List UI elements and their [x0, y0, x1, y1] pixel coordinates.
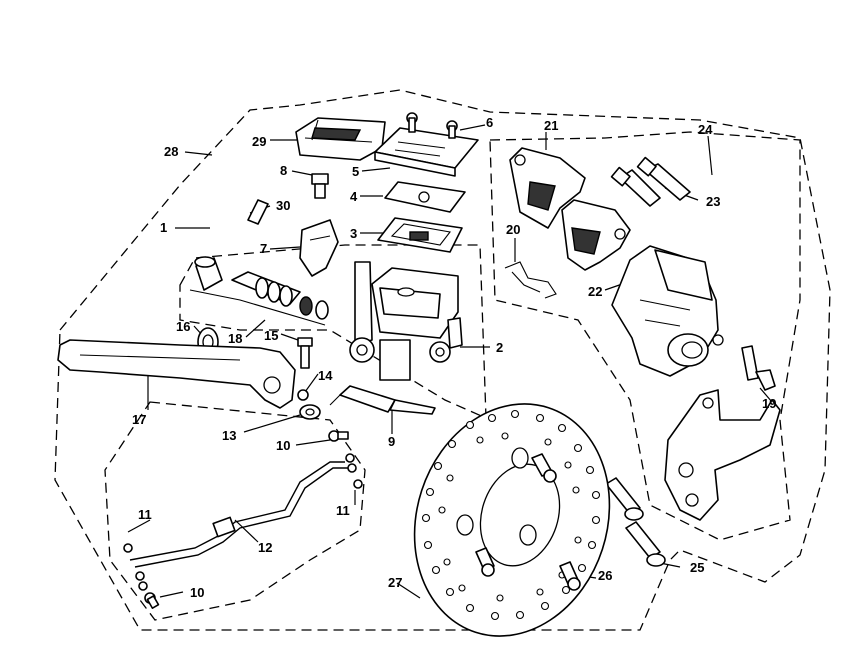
part-20-pad-spring [504, 261, 557, 299]
callout-22: 22 [588, 284, 602, 299]
part-30-pin [247, 199, 269, 225]
callout-13: 13 [222, 428, 236, 443]
part-8-bolt [311, 173, 329, 199]
callout-30: 30 [276, 198, 290, 213]
callout-2: 2 [496, 340, 503, 355]
group-boundary-hose [104, 401, 366, 621]
callout-3: 3 [350, 226, 357, 241]
callout-21: 21 [544, 118, 558, 133]
callout-11a: 11 [138, 507, 152, 522]
callout-15: 15 [264, 328, 278, 343]
part-23-caliper-bolts [610, 156, 691, 207]
part-22-caliper [611, 245, 724, 377]
callout-25: 25 [690, 560, 704, 575]
part-15-pivot-bolt [297, 337, 313, 369]
callout-17: 17 [132, 412, 146, 427]
callout-18: 18 [228, 331, 242, 346]
part-3-diaphragm [377, 217, 463, 253]
callout-19: 19 [762, 396, 776, 411]
part-14-nut [297, 389, 309, 401]
callout-4: 4 [350, 189, 358, 204]
part-11-washers [123, 453, 363, 591]
group-boundary-outer [54, 89, 831, 631]
callout-24: 24 [698, 122, 713, 137]
callout-11b: 11 [336, 503, 350, 518]
callout-5: 5 [352, 164, 359, 179]
part-27-brake-disc [413, 403, 611, 637]
part-18-piston-kit [189, 256, 329, 326]
callout-14: 14 [318, 368, 333, 383]
part-17-brake-lever [57, 339, 296, 409]
callout-29: 29 [252, 134, 266, 149]
callout-20: 20 [506, 222, 520, 237]
callout-23: 23 [706, 194, 720, 209]
part-5-reservoir-cap [374, 127, 479, 177]
group-boundary-caliper [489, 131, 801, 541]
callout-10b: 10 [190, 585, 204, 600]
part-26-disc-bolts [475, 453, 581, 591]
callout-9: 9 [388, 434, 395, 449]
part-7-switch-cover [299, 219, 339, 277]
callout-6: 6 [486, 115, 493, 130]
callout-7: 7 [260, 241, 267, 256]
callout-1: 1 [160, 220, 167, 235]
group-boundary-master-cylinder [179, 244, 487, 420]
caliper-bracket [664, 389, 781, 521]
callout-10a: 10 [276, 438, 290, 453]
part-4-diaphragm-plate [384, 181, 466, 213]
part-21-brake-pads [509, 147, 631, 271]
part-25-bolts [605, 477, 666, 567]
callout-16: 16 [176, 319, 190, 334]
disc-vent-holes [421, 409, 601, 621]
part-12-brake-hose [129, 461, 348, 568]
part-2-master-cylinder-body [349, 261, 463, 381]
part-13-washer [299, 404, 321, 420]
callout-12: 12 [258, 540, 272, 555]
callout-27: 27 [388, 575, 402, 590]
part-9-brake-switch [329, 385, 436, 415]
callout-labels: 1 2 3 4 5 6 7 8 9 10 10 11 11 12 13 14 1… [132, 115, 776, 600]
callout-8: 8 [280, 163, 287, 178]
callout-26: 26 [598, 568, 612, 583]
part-19-bleed-valve [741, 345, 776, 391]
callout-28: 28 [164, 144, 178, 159]
part-29-reservoir-cover [295, 117, 386, 161]
part-6-screws [406, 112, 458, 139]
part-10-banjo-bolts [144, 430, 349, 609]
